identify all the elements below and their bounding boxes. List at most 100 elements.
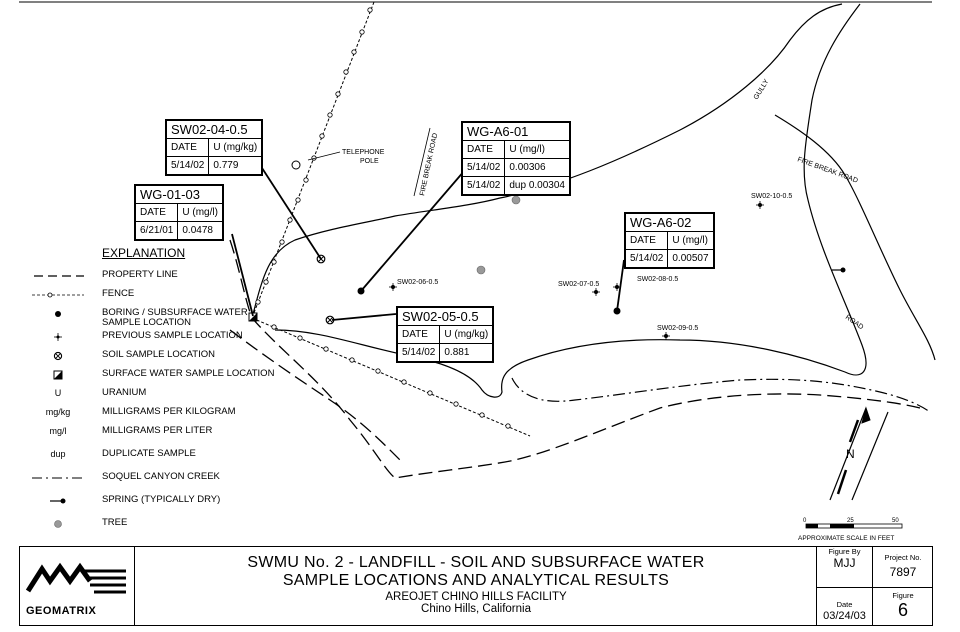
col-header-u: U (mg/kg) xyxy=(439,326,493,344)
company-logo: GEOMATRIX xyxy=(20,547,135,625)
legend-label: SOIL SAMPLE LOCATION xyxy=(102,349,215,360)
scale-caption: APPROXIMATE SCALE IN FEET xyxy=(798,535,894,542)
cell-value: 0.881 xyxy=(439,343,493,361)
legend-item: SURFACE WATER SAMPLE LOCATION xyxy=(22,367,322,386)
sample-label-sw02-08: SW02-08-0.5 xyxy=(637,276,678,283)
cell-value: 0.00507 xyxy=(667,249,713,267)
col-header-u: U (mg/l) xyxy=(504,141,569,159)
legend: EXPLANATION PROPERTY LINE FENCE BORING /… xyxy=(22,246,322,535)
legend-item: dup DUPLICATE SAMPLE xyxy=(22,447,322,466)
gully-label: GULLY xyxy=(753,78,771,101)
facility-name: AREOJET CHINO HILLS FACILITY xyxy=(385,591,567,603)
legend-label: MILLIGRAMS PER KILOGRAM xyxy=(102,406,236,417)
sample-label-sw02-09: SW02-09-0.5 xyxy=(657,325,698,332)
legend-item: SOIL SAMPLE LOCATION xyxy=(22,348,322,367)
figure-no-label: Figure xyxy=(892,591,914,600)
figure-by-label: Figure By xyxy=(828,547,861,556)
figure-title-line-1: SWMU No. 2 - LANDFILL - SOIL AND SUBSURF… xyxy=(247,554,705,571)
legend-item: PROPERTY LINE xyxy=(22,268,322,287)
scale-tick-0: 0 xyxy=(803,518,807,524)
legend-label: DUPLICATE SAMPLE xyxy=(102,448,196,459)
legend-title: EXPLANATION xyxy=(102,246,186,260)
date-value: 03/24/03 xyxy=(823,610,866,622)
spring-icon xyxy=(22,493,94,512)
cell-value: 0.779 xyxy=(208,156,262,174)
geomatrix-logo-icon xyxy=(25,562,126,594)
figure-by-value: MJJ xyxy=(833,556,856,570)
col-header-date: DATE xyxy=(463,141,506,159)
legend-item: mg/l MILLIGRAMS PER LITER xyxy=(22,424,322,443)
date-cell: Date 03/24/03 xyxy=(816,588,872,625)
sample-label-sw02-07: SW02-07-0.5 xyxy=(558,281,599,288)
dup-abbrev: dup xyxy=(50,449,66,459)
date-label: Date xyxy=(836,600,853,609)
cell-date: 5/14/02 xyxy=(626,249,669,267)
legend-item: PREVIOUS SAMPLE LOCATION xyxy=(22,329,322,348)
fence-symbol xyxy=(22,287,94,306)
uranium-abbrev: U xyxy=(54,388,62,398)
legend-label: PROPERTY LINE xyxy=(102,269,178,280)
legend-label: BORING / SUBSURFACE WATER SAMPLE LOCATIO… xyxy=(102,307,248,328)
tree-marker xyxy=(511,195,521,205)
logo-text: GEOMATRIX xyxy=(26,605,97,617)
legend-label: SURFACE WATER SAMPLE LOCATION xyxy=(102,368,275,379)
legend-item: BORING / SUBSURFACE WATER SAMPLE LOCATIO… xyxy=(22,306,322,328)
callout-title: WG-A6-01 xyxy=(463,123,569,141)
cell-value: dup 0.00304 xyxy=(504,176,569,194)
legend-item: mg/kg MILLIGRAMS PER KILOGRAM xyxy=(22,405,322,424)
road-label: ROAD xyxy=(844,314,865,331)
tree-icon xyxy=(22,516,94,535)
cell-value: 0.00306 xyxy=(504,158,569,177)
telephone-pole-leader xyxy=(307,151,341,161)
cell-date: 5/14/02 xyxy=(167,156,210,174)
scale-tick-25: 25 xyxy=(847,518,854,524)
legend-label: URANIUM xyxy=(102,387,147,398)
tree-marker xyxy=(476,265,486,275)
scale-bar xyxy=(805,523,903,529)
legend-item: SPRING (TYPICALLY DRY) xyxy=(22,493,322,512)
col-header-date: DATE xyxy=(398,326,441,344)
legend-label: TREE xyxy=(102,517,128,528)
north-arrow xyxy=(829,406,889,501)
legend-item: SOQUEL CANYON CREEK xyxy=(22,470,322,489)
fire-break-road-label-1: FIRE BREAK ROAD xyxy=(419,133,439,197)
telephone-pole-marker xyxy=(291,160,301,170)
callout-leaders xyxy=(231,167,625,321)
spring-marker xyxy=(832,267,846,273)
facility-location: Chino Hills, California xyxy=(421,603,531,615)
cell-date: 5/14/02 xyxy=(398,343,441,361)
legend-label: FENCE xyxy=(102,288,135,299)
previous-sample-icon xyxy=(22,329,94,348)
creek-path xyxy=(511,377,931,413)
boring-dot-icon xyxy=(22,306,94,325)
title-block: GEOMATRIX SWMU No. 2 - LANDFILL - SOIL A… xyxy=(19,546,933,626)
fence-line xyxy=(251,1,531,437)
property-line-path-2 xyxy=(229,329,401,461)
project-no-value: 7897 xyxy=(889,565,917,579)
legend-label: SPRING (TYPICALLY DRY) xyxy=(102,494,221,505)
pole-label: POLE xyxy=(360,158,379,165)
callout-title: SW02-04-0.5 xyxy=(167,121,262,139)
scale-tick-50: 50 xyxy=(892,518,899,524)
project-no-cell: Project No. 7897 xyxy=(872,547,933,588)
sample-label-sw02-10: SW02-10-0.5 xyxy=(751,193,792,200)
mg-l-abbrev: mg/l xyxy=(49,426,67,436)
callout-title: WG-01-03 xyxy=(136,186,222,204)
north-label: N xyxy=(846,447,855,461)
callout-title: WG-A6-02 xyxy=(626,214,713,232)
cell-date: 5/14/02 xyxy=(463,158,506,177)
legend-item: FENCE xyxy=(22,287,322,306)
col-header-u: U (mg/kg) xyxy=(208,139,262,157)
surface-water-icon xyxy=(22,367,94,386)
creek-symbol xyxy=(22,470,94,489)
legend-item: U URANIUM xyxy=(22,386,322,405)
legend-item: TREE xyxy=(22,516,322,535)
figure-no-cell: Figure 6 xyxy=(872,588,933,625)
